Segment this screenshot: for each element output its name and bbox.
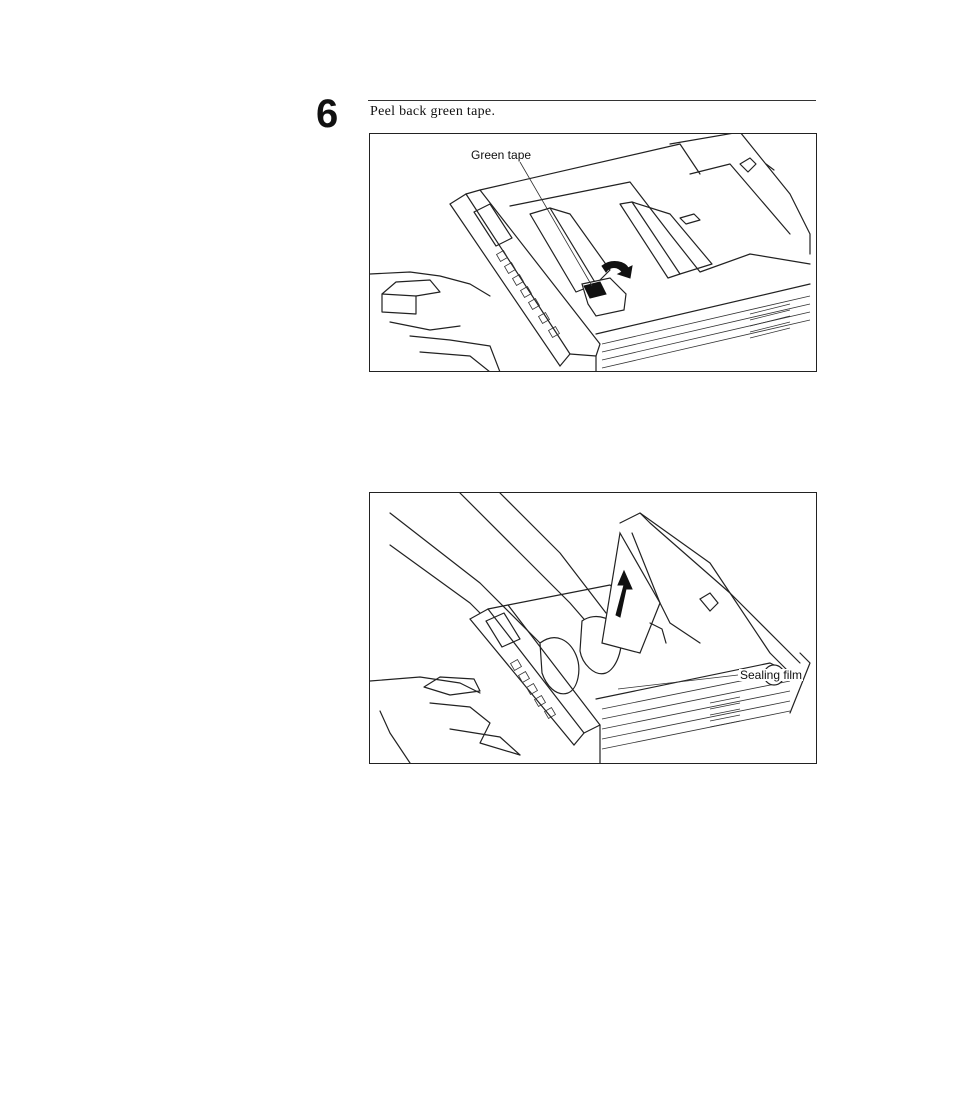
printer-sealing-film-drawing	[370, 493, 817, 764]
callout-sealing-film: Sealing film	[739, 669, 803, 681]
callout-green-tape: Green tape	[470, 149, 532, 161]
step-number: 6	[316, 94, 338, 134]
step-divider	[368, 100, 816, 101]
printer-tape-drawing	[370, 134, 817, 372]
step-instruction: Peel back green tape.	[370, 104, 495, 120]
illustration-remove-sealing-film: Sealing film	[369, 492, 817, 764]
illustration-peel-green-tape: Green tape	[369, 133, 817, 372]
